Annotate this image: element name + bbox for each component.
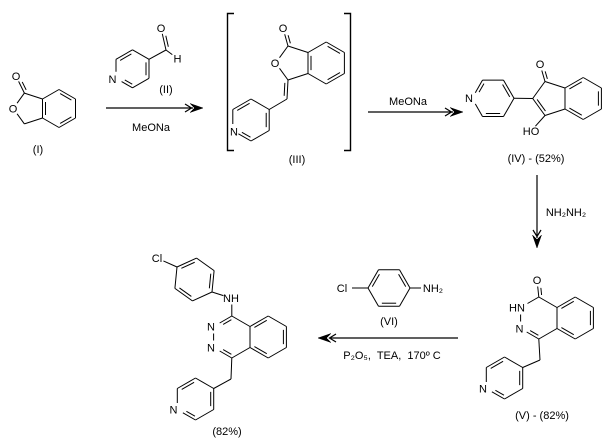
label-compound-III: (III): [289, 154, 306, 166]
product-pyridine-N: N: [170, 405, 178, 417]
molecule-IV-bonds: [474, 70, 602, 127]
mol-VI-Cl: Cl: [337, 283, 347, 295]
label-compound-VI: (VI): [380, 316, 398, 328]
mol-I-ring-O: O: [9, 104, 18, 116]
reagent-hydrazine: NH₂NH₂: [546, 207, 586, 219]
label-compound-V: (V) - (82%): [515, 410, 569, 422]
label-compound-IV: (IV) - (52%): [508, 153, 565, 165]
mol-I-carbonyl-O: O: [12, 71, 21, 83]
mol-II-N: N: [109, 74, 117, 86]
mol-II-O: O: [157, 23, 166, 35]
label-product-yield: (82%): [212, 426, 241, 438]
molecule-product-bonds: [163, 257, 287, 421]
product-N1: N: [207, 322, 215, 334]
mol-V-N: N: [516, 324, 524, 336]
mol-II-H: H: [174, 54, 182, 66]
reagent-meona-1: MeONa: [132, 122, 171, 134]
right-bracket: [344, 12, 352, 152]
mol-V-pyridine-N: N: [479, 384, 487, 396]
reagent-meona-2: MeONa: [389, 96, 428, 108]
product-NH: NH: [223, 293, 239, 305]
mol-III-ring-O: O: [271, 58, 280, 70]
molecule-V-bonds: [485, 286, 594, 400]
molecule-I-bonds: [16, 81, 76, 128]
mol-IV-HO: HO: [523, 126, 540, 138]
mol-III-N: N: [230, 127, 238, 139]
label-compound-I: (I): [33, 144, 43, 156]
reagent-p2o5-tea: P₂O₅, TEA, 170º C: [343, 350, 441, 362]
arrow-step1: [106, 103, 204, 113]
molecule-II-bonds: [115, 33, 173, 89]
arrow-step2: [368, 107, 464, 117]
product-Cl: Cl: [152, 253, 162, 265]
mol-IV-O: O: [536, 59, 545, 71]
molecule-VI-bonds: [352, 269, 421, 307]
mol-IV-N: N: [465, 93, 473, 105]
molecule-III-bonds: [232, 34, 345, 142]
label-compound-II: (II): [159, 84, 172, 96]
arrow-step4: [317, 333, 458, 343]
product-N2: N: [207, 343, 215, 355]
arrow-step3: [532, 175, 542, 249]
mol-VI-NH2: NH₂: [423, 283, 443, 295]
mol-V-HN: HN: [509, 303, 525, 315]
left-bracket: [226, 12, 234, 152]
mol-V-O: O: [533, 275, 542, 287]
mol-III-carbonyl-O: O: [279, 23, 288, 35]
